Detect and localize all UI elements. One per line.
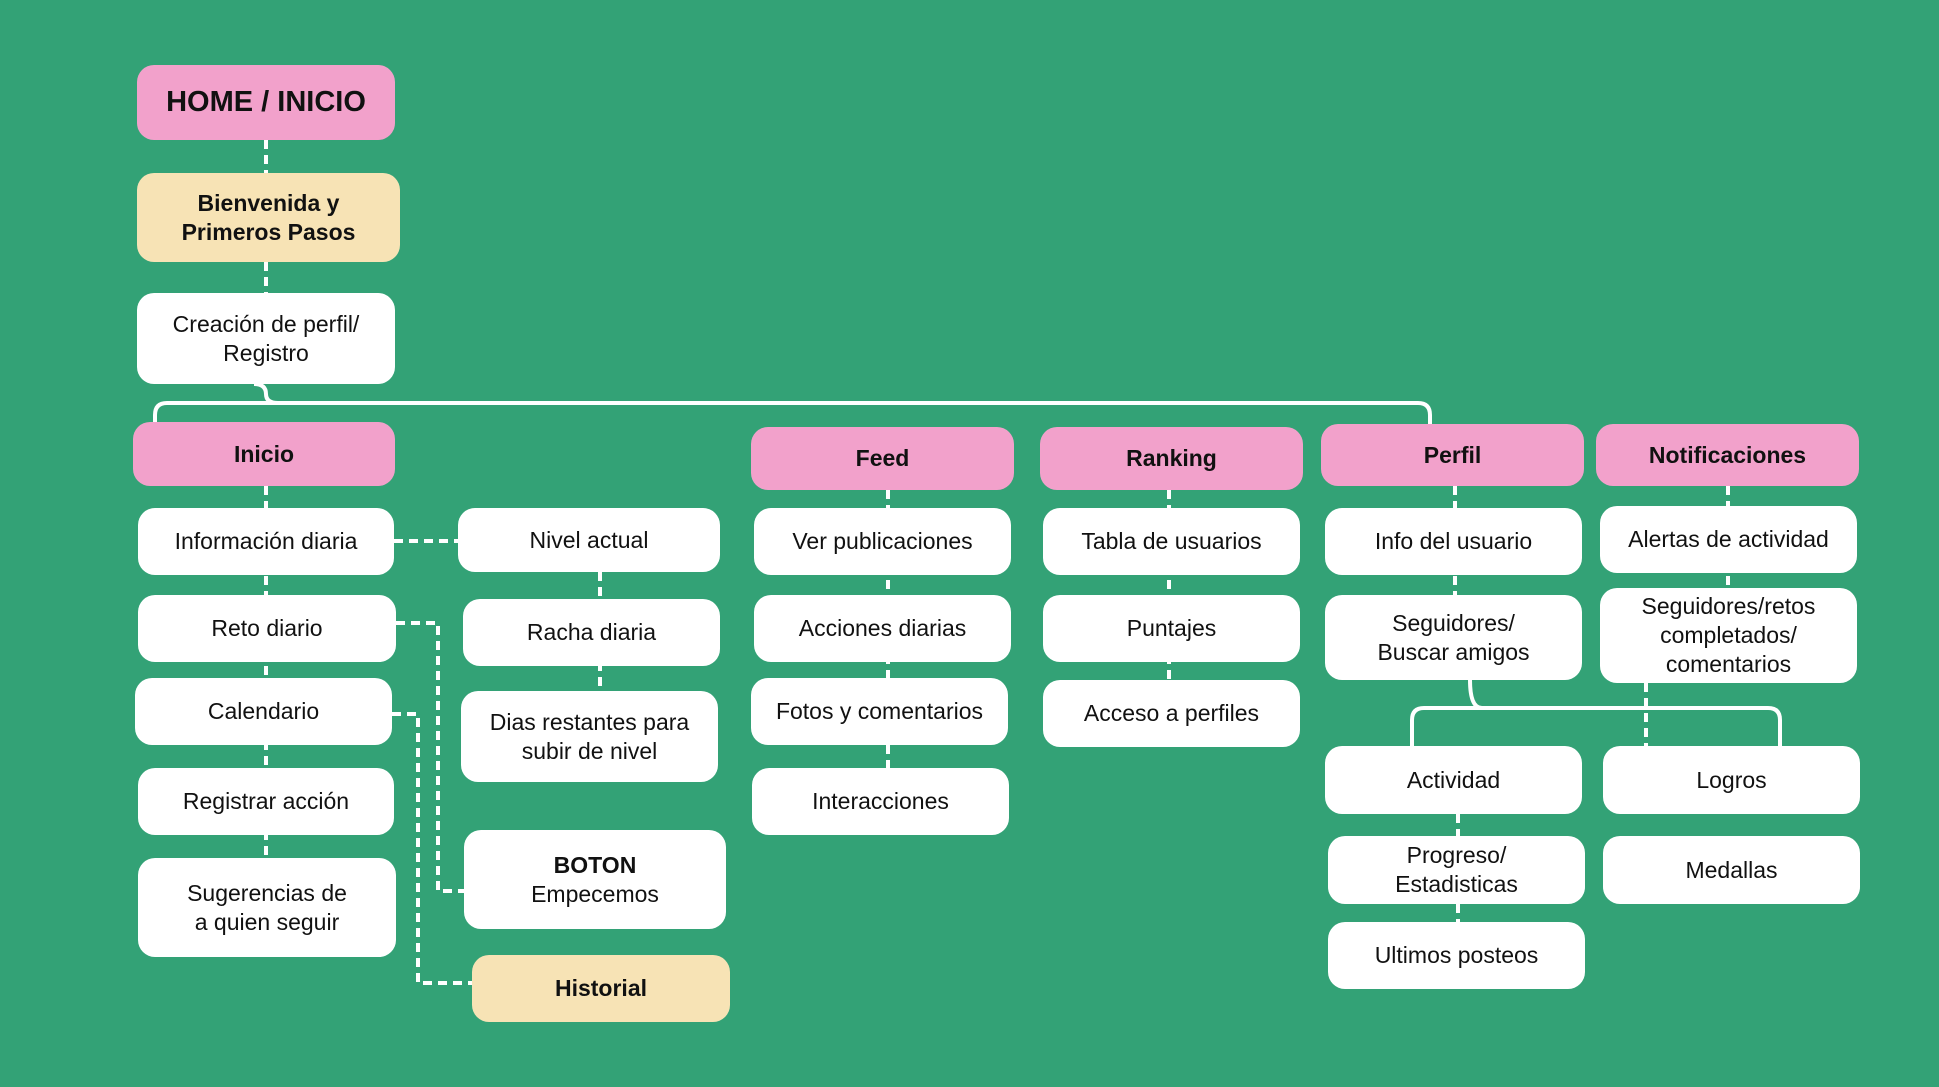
perfil-header: Perfil bbox=[1321, 424, 1584, 486]
dias-restantes-node: Dias restantes para subir de nivel bbox=[461, 691, 718, 782]
bracket-seguidores-sub bbox=[1410, 679, 1782, 746]
medallas-node: Medallas bbox=[1603, 836, 1860, 904]
fotos-comentarios-node: Fotos y comentarios bbox=[751, 678, 1008, 745]
connector-calendario-historial bbox=[392, 712, 472, 985]
sugerencias-node: Sugerencias de a quien seguir bbox=[138, 858, 396, 957]
logros-node: Logros bbox=[1603, 746, 1860, 814]
puntajes-node: Puntajes bbox=[1043, 595, 1300, 662]
alertas-actividad-node: Alertas de actividad bbox=[1600, 506, 1857, 573]
seguidores-retos-node: Seguidores/retos completados/ comentario… bbox=[1600, 588, 1857, 683]
boton-label: Empecemos bbox=[531, 880, 659, 907]
info-usuario-node: Info del usuario bbox=[1325, 508, 1582, 575]
calendario-node: Calendario bbox=[135, 678, 392, 745]
boton-empecemos-node: BOTON Empecemos bbox=[464, 830, 726, 929]
connector-reto-boton bbox=[396, 621, 464, 893]
boton-title: BOTON bbox=[553, 851, 637, 878]
tabla-usuarios-node: Tabla de usuarios bbox=[1043, 508, 1300, 575]
feed-header: Feed bbox=[751, 427, 1014, 490]
acciones-diarias-node: Acciones diarias bbox=[754, 595, 1011, 662]
ranking-header: Ranking bbox=[1040, 427, 1303, 490]
acceso-perfiles-node: Acceso a perfiles bbox=[1043, 680, 1300, 747]
registrar-accion-node: Registrar acción bbox=[138, 768, 394, 835]
inicio-header: Inicio bbox=[133, 422, 395, 486]
racha-diaria-node: Racha diaria bbox=[463, 599, 720, 666]
interacciones-node: Interacciones bbox=[752, 768, 1009, 835]
nivel-actual-node: Nivel actual bbox=[458, 508, 720, 572]
profile-creation-node: Creación de perfil/ Registro bbox=[137, 293, 395, 384]
home-node: HOME / INICIO bbox=[137, 65, 395, 140]
welcome-node: Bienvenida y Primeros Pasos bbox=[137, 173, 400, 262]
seguidores-buscar-node: Seguidores/ Buscar amigos bbox=[1325, 595, 1582, 680]
informacion-diaria-node: Información diaria bbox=[138, 508, 394, 575]
reto-diario-node: Reto diario bbox=[138, 595, 396, 662]
ver-publicaciones-node: Ver publicaciones bbox=[754, 508, 1011, 575]
actividad-node: Actividad bbox=[1325, 746, 1582, 814]
historial-node: Historial bbox=[472, 955, 730, 1022]
ultimos-posteos-node: Ultimos posteos bbox=[1328, 922, 1585, 989]
progreso-estadisticas-node: Progreso/ Estadisticas bbox=[1328, 836, 1585, 904]
bracket-registro-sections bbox=[153, 382, 1432, 424]
notificaciones-header: Notificaciones bbox=[1596, 424, 1859, 486]
